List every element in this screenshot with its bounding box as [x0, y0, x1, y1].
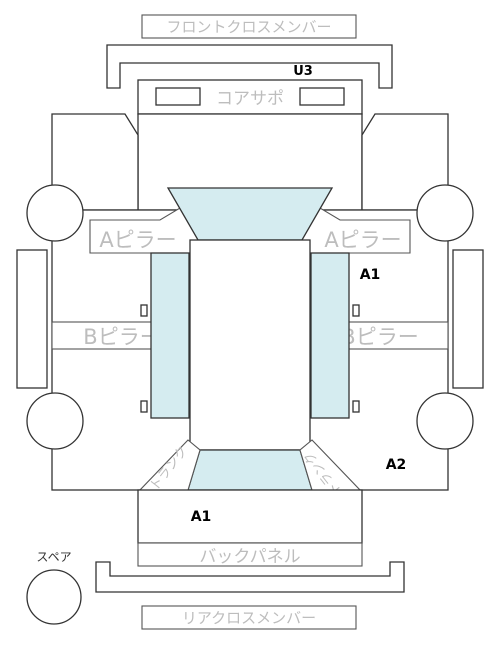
mark-u3: U3 [293, 64, 313, 79]
spare-label: スペア [36, 550, 71, 564]
right-rear-tire [416, 392, 474, 450]
front-cross-member [106, 44, 393, 89]
a-pillar-label-right: Aピラー [324, 228, 401, 252]
mark-a2: A2 [386, 457, 407, 473]
mark-a1-rear: A1 [191, 509, 212, 525]
left-front-door-handle [140, 304, 148, 317]
b-pillar-label-right: Bピラー [341, 325, 418, 349]
b-pillar-label-left: Bピラー [83, 325, 160, 349]
rear-cross-member [95, 561, 405, 593]
left-side-panel [16, 249, 48, 389]
rear-cross-member-box [141, 605, 357, 630]
left-rear-tire [26, 392, 84, 450]
left-rear-door-handle [140, 400, 148, 413]
core-support-label: コアサポ [216, 89, 284, 109]
mark-a1-right: A1 [360, 267, 381, 283]
trunk-lid [137, 489, 363, 544]
core-support-left-slot [155, 87, 201, 106]
rear-window [187, 449, 313, 491]
front-cross-member-box [141, 14, 357, 39]
rear-cross-member-label: リアクロスメンバー [182, 609, 316, 627]
right-side-window [310, 252, 350, 419]
spare-tire [26, 569, 82, 625]
right-front-door-handle [352, 304, 360, 317]
back-panel [137, 542, 363, 567]
core-support-right-slot [299, 87, 345, 106]
left-front-tire [26, 184, 84, 242]
right-rear-door-handle [352, 400, 360, 413]
back-panel-label: バックパネル [199, 547, 300, 567]
right-side-panel [452, 249, 484, 389]
front-cross-member-label: フロントクロスメンバー [166, 18, 331, 36]
roof [189, 239, 311, 451]
right-front-tire [416, 184, 474, 242]
left-side-window [150, 252, 190, 419]
a-pillar-label-left: Aピラー [99, 228, 176, 252]
